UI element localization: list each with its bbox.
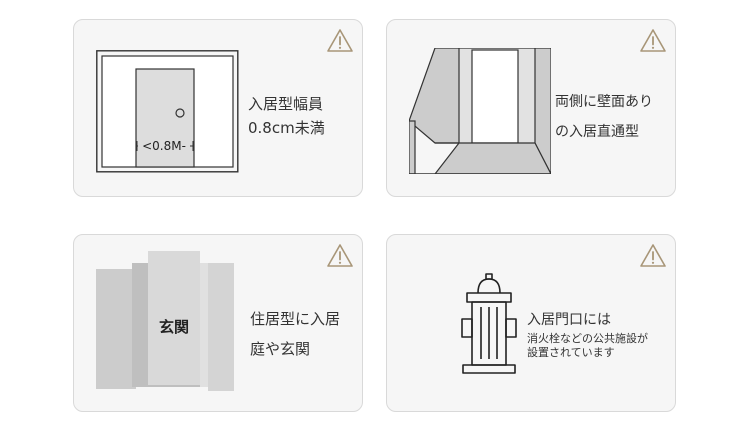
- caption-title: 入居門口には: [527, 312, 611, 328]
- card-door-width: <0.8M- 入居型幅員 0.8cm未満: [73, 19, 363, 197]
- caption-line: 設置されています: [527, 346, 615, 359]
- caption-walls: 両側に壁面あり の入居直通型: [555, 90, 653, 144]
- fire-hydrant-icon: [461, 273, 517, 374]
- corridor-illustration: [409, 48, 551, 174]
- warning-triangle-icon: [640, 244, 666, 267]
- caption-line: 入居型幅員: [248, 95, 324, 113]
- caption-line: 両側に壁面あり: [555, 94, 653, 110]
- card-fire-hydrant: 入居門口には 消火栓などの公共施設が 設置されています: [386, 234, 676, 412]
- door-frame-illustration: [96, 50, 239, 173]
- caption-line: 0.8cm未満: [248, 119, 325, 137]
- caption-line: 庭や玄関: [250, 340, 311, 358]
- warning-triangle-icon: [640, 29, 666, 52]
- card-walls-both-sides: 両側に壁面あり の入居直通型: [386, 19, 676, 197]
- caption-line: 住居型に入居: [250, 310, 341, 328]
- caption-door-width: 入居型幅員 0.8cm未満: [248, 92, 325, 140]
- door-width-measure: <0.8M-: [138, 138, 190, 154]
- warning-triangle-icon: [327, 244, 353, 267]
- entrance-building-illustration: [96, 251, 234, 391]
- caption-line: の入居直通型: [555, 124, 639, 140]
- entrance-label: 玄関: [158, 318, 189, 336]
- card-entrance: 玄関 住居型に入居 庭や玄関: [73, 234, 363, 412]
- caption-hydrant: 入居門口には 消火栓などの公共施設が 設置されています: [527, 308, 648, 360]
- caption-entrance: 住居型に入居 庭や玄関: [250, 307, 340, 361]
- caption-line: 消火栓などの公共施設が: [527, 332, 648, 345]
- warning-triangle-icon: [327, 29, 353, 52]
